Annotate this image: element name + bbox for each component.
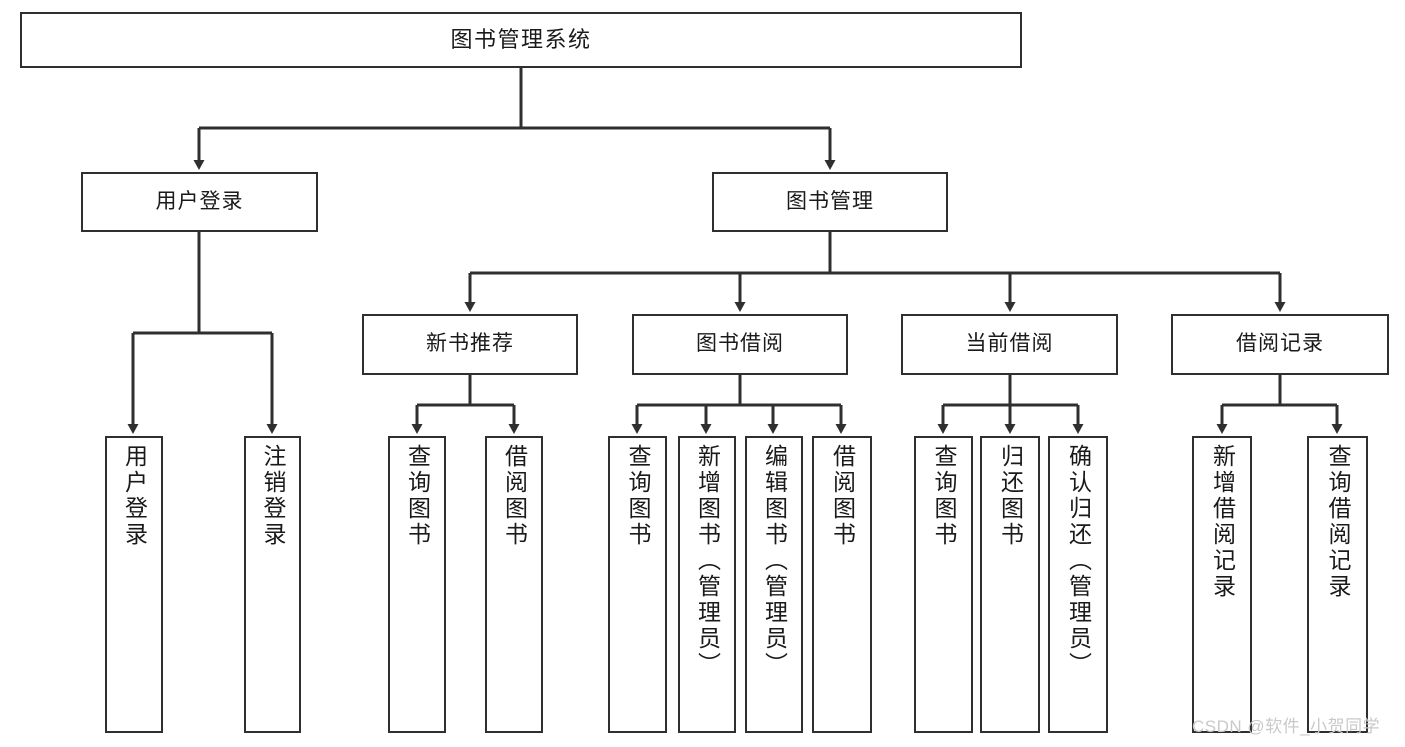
node-label: 图书借阅 [696,332,784,356]
node-label: 借阅图书 [501,444,528,548]
leaf-query-book-borrow[interactable]: 查询图书 [608,436,667,733]
node-label: 确认归还（管理员） [1065,444,1092,678]
node-label: 新书推荐 [426,332,514,356]
node-book-borrow[interactable]: 图书借阅 [632,314,848,375]
node-label: 编辑图书（管理员） [761,444,788,678]
leaf-query-borrow-record[interactable]: 查询借阅记录 [1307,436,1368,733]
leaf-borrow-book-recommend[interactable]: 借阅图书 [485,436,543,733]
node-label: 图书管理系统 [450,27,592,53]
node-label: 查询图书 [625,444,651,548]
leaf-confirm-return-admin[interactable]: 确认归还（管理员） [1048,436,1108,733]
node-current-borrow[interactable]: 当前借阅 [901,314,1118,375]
node-user-login[interactable]: 用户登录 [81,172,318,232]
leaf-return-book[interactable]: 归还图书 [980,436,1040,733]
leaf-borrow-book-borrow[interactable]: 借阅图书 [812,436,872,733]
node-label: 查询借阅记录 [1325,444,1351,600]
node-label: 图书管理 [786,189,874,213]
leaf-user-login[interactable]: 用户登录 [105,436,163,733]
node-label: 当前借阅 [965,332,1054,356]
leaf-edit-book-admin[interactable]: 编辑图书（管理员） [745,436,803,733]
leaf-query-book-current[interactable]: 查询图书 [914,436,973,733]
node-label: 用户登录 [121,444,148,548]
node-label: 用户登录 [155,189,244,213]
node-label: 归还图书 [997,444,1024,548]
node-label: 借阅图书 [829,444,856,548]
node-new-book-recommend[interactable]: 新书推荐 [362,314,578,375]
node-label: 新增图书（管理员） [694,444,721,678]
node-label: 借阅记录 [1236,332,1324,356]
node-root-system[interactable]: 图书管理系统 [20,12,1022,68]
leaf-add-book-admin[interactable]: 新增图书（管理员） [678,436,736,733]
leaf-query-book-recommend[interactable]: 查询图书 [388,436,446,733]
node-book-management[interactable]: 图书管理 [712,172,948,232]
node-label: 查询图书 [404,444,431,548]
leaf-add-borrow-record[interactable]: 新增借阅记录 [1192,436,1252,733]
node-borrow-record[interactable]: 借阅记录 [1171,314,1389,375]
node-label: 查询图书 [931,444,957,548]
node-label: 新增借阅记录 [1209,444,1236,600]
node-label: 注销登录 [260,444,286,548]
leaf-logout[interactable]: 注销登录 [244,436,301,733]
